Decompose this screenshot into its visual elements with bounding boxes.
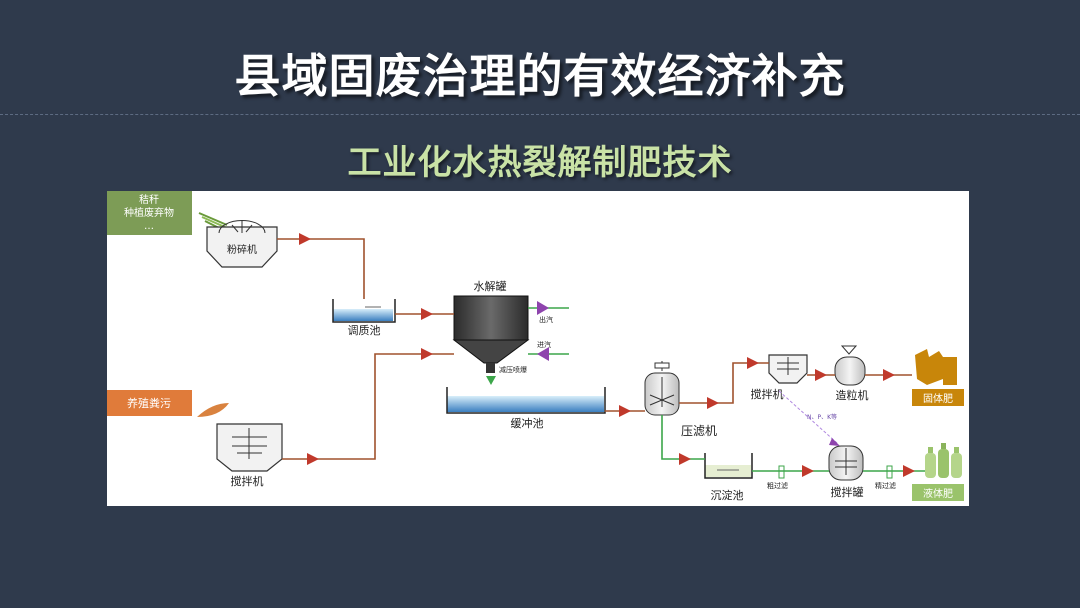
process-pipes (277, 238, 912, 460)
title-divider (0, 114, 1080, 115)
sedimentation-tank-label: 沉淀池 (711, 488, 744, 502)
input-straw-label-2: 种植废弃物 (124, 206, 174, 219)
buffer-tank: 缓冲池 (446, 387, 606, 430)
mixer-left-machine: 搅拌机 (216, 423, 283, 488)
steam-in-label: 进汽 (537, 340, 551, 349)
liquid-flow-arrows (679, 453, 915, 477)
granulator-label: 造粒机 (836, 388, 869, 402)
input-manure-label: 养殖粪污 (127, 396, 171, 410)
npk-label: N、P、K等 (807, 413, 837, 421)
process-diagram-svg: 秸秆 种植废弃物 … 养殖粪污 粉碎机 搅拌机 调质池 水解罐 (107, 191, 964, 502)
granulator: 造粒机 (834, 345, 869, 402)
input-straw-label-1: 秸秆 (139, 193, 159, 206)
liquid-fertilizer-label: 液体肥 (923, 487, 953, 500)
flash-discharge-arrow (486, 376, 496, 385)
input-straw-label-3: … (144, 221, 154, 232)
fine-filter-label: 精过滤 (875, 481, 896, 490)
input-straw-box: 秸秆 种植废弃物 … (107, 191, 192, 235)
conditioning-tank-label: 调质池 (348, 324, 381, 337)
slide-subtitle: 工业化水热裂解制肥技术 (347, 143, 733, 183)
manure-material-icon (197, 403, 229, 417)
filter-press: 压滤机 (644, 361, 717, 438)
slide-title: 县域固废治理的有效经济补充 (234, 49, 846, 103)
sedimentation-tank: 沉淀池 (704, 453, 753, 502)
solid-fertilizer-label: 固体肥 (923, 393, 953, 405)
crusher-label: 粉碎机 (227, 243, 257, 256)
mixer-left-label: 搅拌机 (231, 474, 264, 488)
npk-additive-lines (778, 390, 840, 446)
coarse-filter-label: 粗过滤 (767, 481, 788, 490)
liquid-fertilizer-product: 液体肥 (912, 443, 964, 501)
flow-arrows (299, 233, 895, 465)
solid-fertilizer-product: 固体肥 (912, 349, 964, 406)
coarse-filter-icon (778, 465, 785, 479)
hydrolysis-tank: 水解罐 (452, 279, 530, 373)
input-manure-box: 养殖粪污 (107, 390, 192, 416)
fine-filter-icon (886, 465, 893, 479)
process-diagram: 秸秆 种植废弃物 … 养殖粪污 粉碎机 搅拌机 调质池 水解罐 (107, 191, 969, 506)
mixer-top-machine: 搅拌机 (751, 354, 808, 401)
steam-out-label: 出汽 (539, 315, 553, 324)
steam-out-line: 出汽 (528, 301, 569, 324)
buffer-tank-label: 缓冲池 (511, 416, 544, 430)
flash-discharge-label: 减压喷爆 (499, 365, 527, 374)
conditioning-tank: 调质池 (332, 299, 396, 337)
steam-in-line: 进汽 (528, 340, 569, 361)
filter-press-label: 压滤机 (681, 424, 717, 438)
mixing-tank-label: 搅拌罐 (831, 485, 864, 499)
mixing-tank: 搅拌罐 (828, 445, 864, 499)
mixer-top-label: 搅拌机 (751, 387, 784, 401)
crusher-machine: 粉碎机 (206, 219, 278, 268)
hydrolysis-tank-label: 水解罐 (474, 279, 507, 293)
